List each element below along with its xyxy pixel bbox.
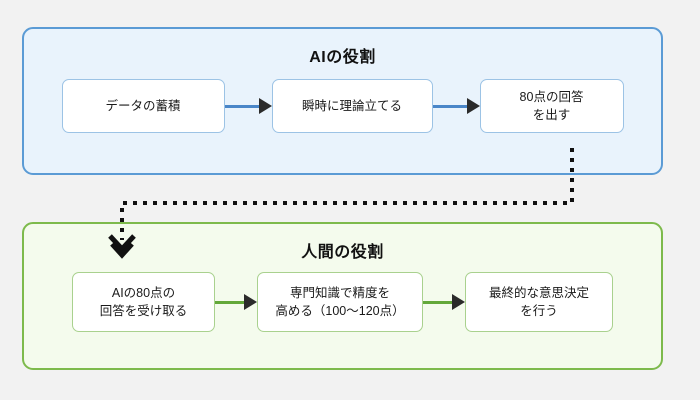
human-step-1-box[interactable]: AIの80点の 回答を受け取る — [72, 272, 215, 332]
ai-arrow-1-shaft — [224, 104, 259, 108]
human-arrow-2-head — [452, 294, 465, 310]
human-step-3-box[interactable]: 最終的な意思決定 を行う — [465, 272, 613, 332]
ai-step-1-box[interactable]: データの蓄積 — [61, 79, 225, 133]
ai-step-row: データの蓄積 瞬時に理論立てる 80点の回答 を出す — [24, 77, 661, 135]
ai-arrow-1-icon — [224, 98, 272, 114]
panel-ai-role: AIの役割 データの蓄積 瞬時に理論立てる 80点の回答 を出す — [22, 27, 663, 175]
ai-arrow-2-icon — [432, 98, 480, 114]
ai-step-3-box[interactable]: 80点の回答 を出す — [479, 79, 624, 133]
ai-arrow-2-shaft — [432, 104, 467, 108]
panel-human-role: 人間の役割 AIの80点の 回答を受け取る 専門知識で精度を 高める（100〜1… — [22, 222, 663, 370]
panel-human-title: 人間の役割 — [301, 244, 384, 261]
human-arrow-2-shaft — [423, 300, 452, 304]
human-arrow-2-icon — [423, 294, 465, 310]
human-arrow-1-shaft — [215, 300, 244, 304]
human-step-row: AIの80点の 回答を受け取る 専門知識で精度を 高める（100〜120点） 最… — [24, 270, 661, 334]
human-arrow-1-head — [244, 294, 257, 310]
human-step-2-box[interactable]: 専門知識で精度を 高める（100〜120点） — [257, 272, 423, 332]
ai-arrow-2-head — [466, 98, 480, 114]
ai-step-2-box[interactable]: 瞬時に理論立てる — [271, 79, 433, 133]
panel-ai-title: AIの役割 — [309, 49, 376, 66]
ai-arrow-1-head — [258, 98, 272, 114]
human-arrow-1-icon — [215, 294, 257, 310]
